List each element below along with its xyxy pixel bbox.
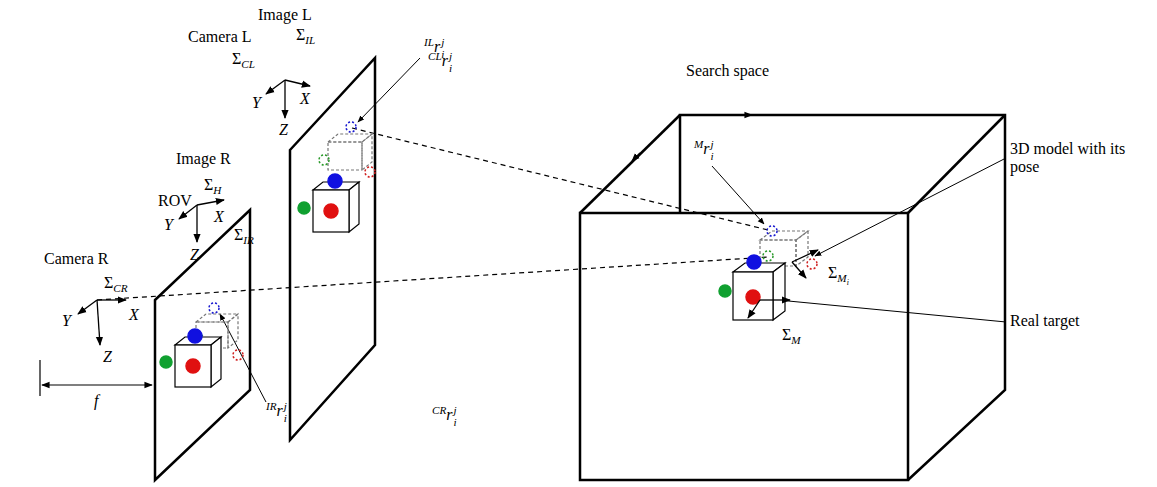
vector-label: CRrji: [432, 404, 457, 428]
model-cube: [328, 134, 372, 170]
vector-label: CLrji: [428, 50, 452, 74]
leader-line: [220, 58, 1006, 402]
dimension-label: f: [94, 392, 98, 410]
marker-dot: [233, 350, 243, 360]
image-plane: [290, 58, 375, 440]
camera-axes: [78, 80, 310, 345]
marker-dot: [209, 303, 219, 313]
target-cube: [733, 263, 785, 320]
frame-symbol: ΣM: [782, 326, 801, 347]
marker-dot: [298, 202, 310, 214]
marker-dot: [365, 167, 375, 177]
target-cube: [313, 182, 359, 232]
marker-dot: [746, 290, 760, 304]
axis-label: Y: [62, 312, 71, 330]
model-axes: [748, 250, 818, 318]
axis-label: Z: [103, 348, 112, 366]
axis-label: Z: [190, 246, 199, 264]
search-space-cube: [580, 115, 1005, 480]
frame-symbol: ΣMi: [828, 264, 849, 288]
frame-symbol: ΣCL: [232, 50, 255, 71]
callout-text: 3D model with its pose: [1010, 140, 1140, 175]
axis-label: X: [300, 90, 310, 108]
vector-label: IRrji: [266, 400, 287, 424]
marker-dot: [346, 122, 356, 132]
marker-dot: [319, 155, 329, 165]
frame-symbol: ΣH: [204, 176, 221, 197]
vector-label: Mrji: [694, 138, 714, 162]
camera-title: Camera L: [188, 28, 252, 46]
vehicle-title: ROV: [158, 192, 192, 210]
axis-label: Z: [279, 121, 288, 139]
marker-dot: [767, 226, 777, 236]
callout-text: Real target: [1010, 312, 1079, 330]
axis-label: Y: [164, 216, 173, 234]
edge-arrow: [632, 115, 752, 161]
marker-dot: [160, 356, 172, 368]
axis-label: X: [129, 306, 139, 324]
camera-title: Camera R: [44, 250, 108, 268]
marker-dot: [186, 359, 200, 373]
plane-title: Image R: [176, 150, 231, 168]
plane-title: Image L: [258, 6, 312, 24]
model-cube: [760, 231, 808, 266]
axis-label: X: [214, 208, 224, 226]
marker-dot: [719, 285, 731, 297]
frame-symbol: ΣIR: [234, 226, 254, 247]
marker-dot: [747, 255, 761, 269]
frame-symbol: ΣIL: [296, 26, 315, 47]
region-title: Search space: [686, 62, 769, 80]
marker-dot: [763, 251, 773, 261]
axis-label: Y: [252, 94, 261, 112]
marker-dot: [328, 174, 342, 188]
target-cube: [175, 337, 221, 387]
focal-dimension: [40, 360, 152, 396]
marker-dot: [188, 329, 202, 343]
marker-dot: [807, 259, 817, 269]
frame-symbol: ΣCR: [104, 274, 128, 295]
marker-dot: [324, 204, 338, 218]
